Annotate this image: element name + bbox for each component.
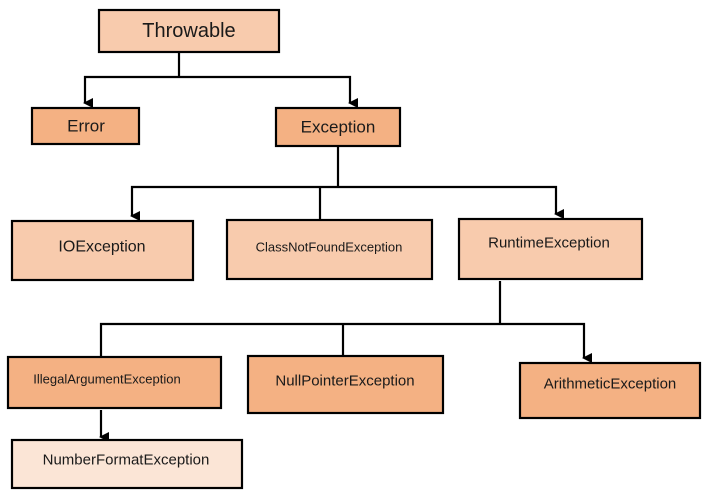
node-runtimeexception: RuntimeException [457,217,644,281]
connector-lines [83,52,592,442]
node-ioexception-label: IOException [58,239,145,256]
node-ioexception-box [10,219,195,282]
node-nullpointerexception-box [246,354,445,415]
node-ioexception: IOException [10,219,195,282]
node-illegalargumentexception-label: IllegalArgumentException [33,372,180,387]
node-exception-box [274,106,402,148]
edge-throwable-to-exception [179,75,358,108]
node-illegalargumentexception-box [6,355,223,410]
node-numberformatexception-label: NumberFormatException [43,452,210,469]
node-numberformatexception: NumberFormatException [10,438,244,490]
node-classnotfoundexception: ClassNotFoundException [225,218,434,281]
edge-runtime-to-illegalargumentexception [99,322,500,357]
node-numberformatexception-box [10,438,244,490]
node-exception: Exception [274,106,402,148]
node-throwable: Throwable [97,8,281,54]
node-throwable-box [97,8,281,54]
edge-throwable-to-error [83,75,179,108]
node-arithmeticexception: ArithmeticException [518,361,702,420]
node-arithmeticexception-box [518,361,702,420]
node-arithmeticexception-label: ArithmeticException [544,376,677,393]
node-error-label: Error [67,117,105,136]
node-illegalargumentexception: IllegalArgumentException [6,355,223,410]
edge-exception-to-ioexception [130,185,338,221]
node-runtimeexception-label: RuntimeException [488,235,610,252]
node-nullpointerexception: NullPointerException [246,354,445,415]
node-error-box [30,106,141,146]
node-classnotfoundexception-label: ClassNotFoundException [256,240,403,255]
node-classnotfoundexception-box [225,218,434,281]
node-throwable-label: Throwable [142,20,235,42]
edge-runtime-to-arithmeticexception [500,322,592,363]
edge-exception-to-runtimeexception [338,185,564,219]
node-runtimeexception-box [457,217,644,281]
node-nullpointerexception-label: NullPointerException [275,373,414,390]
node-exception-label: Exception [301,118,376,137]
node-error: Error [30,106,141,146]
